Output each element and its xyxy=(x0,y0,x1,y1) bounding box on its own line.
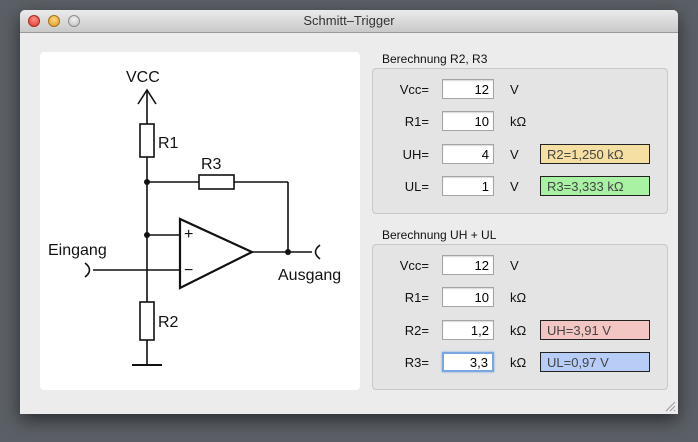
window-title: Schmitt–Trigger xyxy=(303,13,395,28)
output-label: Ausgang xyxy=(278,267,341,284)
r1-row: R1= kΩ xyxy=(373,111,669,133)
ul-unit: V xyxy=(510,179,519,194)
minimize-window-button[interactable] xyxy=(48,15,60,27)
calc-uh-ul-title: Berechnung UH + UL xyxy=(382,228,497,242)
resize-grip-icon[interactable] xyxy=(664,400,676,412)
r1-unit: kΩ xyxy=(510,290,527,305)
calc-uh-ul-box: Vcc= V R1= kΩ R2= kΩ UH=3,91 V R3= kΩ UL… xyxy=(372,244,668,390)
vcc-label: Vcc= xyxy=(399,82,429,97)
r1-input[interactable] xyxy=(442,287,494,307)
r1-label: R1 xyxy=(158,135,179,152)
vcc-unit: V xyxy=(510,258,519,273)
title-bar[interactable]: Schmitt–Trigger xyxy=(20,10,678,33)
r3-input[interactable] xyxy=(442,352,494,372)
r3-unit: kΩ xyxy=(510,355,527,370)
r1-row: R1= kΩ xyxy=(373,287,669,309)
ul-input[interactable] xyxy=(442,176,494,196)
r1-resistor xyxy=(139,123,155,158)
r1-input[interactable] xyxy=(442,111,494,131)
minus-label: − xyxy=(184,262,193,279)
schmitt-trigger-schematic: VCC R1 R3 + − Eingang Ausgang R2 xyxy=(48,69,341,366)
zoom-window-button[interactable] xyxy=(68,15,80,27)
vcc-input[interactable] xyxy=(442,79,494,99)
input-terminal xyxy=(84,262,91,278)
r3-resistor xyxy=(198,174,235,190)
ul-result: UL=0,97 V xyxy=(540,352,650,372)
r2-resistor xyxy=(139,301,155,341)
junction-dot xyxy=(285,249,291,255)
close-window-button[interactable] xyxy=(28,15,40,27)
r2-label: R2 xyxy=(158,314,179,331)
opamp-symbol xyxy=(178,217,255,290)
schematic-panel: VCC R1 R3 + − Eingang Ausgang R2 xyxy=(40,52,360,390)
uh-result: UH=3,91 V xyxy=(540,320,650,340)
r3-result: R3=3,333 kΩ xyxy=(540,176,650,196)
junction-dot xyxy=(144,179,150,185)
r1-unit: kΩ xyxy=(510,114,527,129)
r2-result: R2=1,250 kΩ xyxy=(540,144,650,164)
output-terminal xyxy=(314,244,321,260)
r3-row: R3= kΩ UL=0,97 V xyxy=(373,352,669,374)
r2-row: R2= kΩ UH=3,91 V xyxy=(373,320,669,342)
ul-label: UL= xyxy=(404,179,429,194)
plus-label: + xyxy=(184,226,193,243)
r3-label: R3= xyxy=(404,355,429,370)
app-window: Schmitt–Trigger xyxy=(20,10,678,414)
uh-input[interactable] xyxy=(442,144,494,164)
uh-label: UH= xyxy=(402,147,429,162)
vcc-row: Vcc= V xyxy=(373,255,669,277)
calc-r2-r3-box: Vcc= V R1= kΩ UH= V R2=1,250 kΩ UL= V R3… xyxy=(372,68,668,214)
vcc-input[interactable] xyxy=(442,255,494,275)
vcc-unit: V xyxy=(510,82,519,97)
vcc-label: VCC xyxy=(126,69,160,86)
r2-label: R2= xyxy=(404,323,429,338)
input-label: Eingang xyxy=(48,242,107,259)
r1-label: R1= xyxy=(404,114,429,129)
calc-r2-r3-title: Berechnung R2, R3 xyxy=(382,52,488,66)
r1-label: R1= xyxy=(404,290,429,305)
vcc-row: Vcc= V xyxy=(373,79,669,101)
r2-unit: kΩ xyxy=(510,323,527,338)
uh-unit: V xyxy=(510,147,519,162)
uh-row: UH= V R2=1,250 kΩ xyxy=(373,144,669,166)
r3-label: R3 xyxy=(201,156,222,173)
junction-dot xyxy=(144,232,150,238)
vcc-label: Vcc= xyxy=(399,258,429,273)
r2-input[interactable] xyxy=(442,320,494,340)
ul-row: UL= V R3=3,333 kΩ xyxy=(373,176,669,198)
